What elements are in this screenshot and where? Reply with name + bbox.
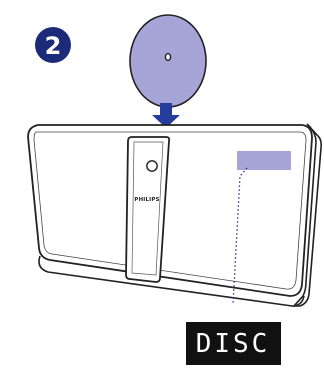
dock-panel: PHILIPS [125, 136, 171, 283]
display-window [237, 151, 291, 170]
leader-line [232, 167, 248, 306]
step-badge: 2 [35, 27, 71, 63]
arrow-down-icon [152, 103, 180, 128]
dock-button-icon[interactable] [146, 160, 158, 172]
speaker-dock-device: PHILIPS [27, 123, 322, 307]
display-readout: DISC [186, 322, 281, 365]
display-readout-text: DISC [196, 329, 271, 359]
step-number: 2 [45, 32, 62, 60]
brand-logo: PHILIPS [134, 197, 159, 203]
disc-icon [129, 14, 207, 108]
